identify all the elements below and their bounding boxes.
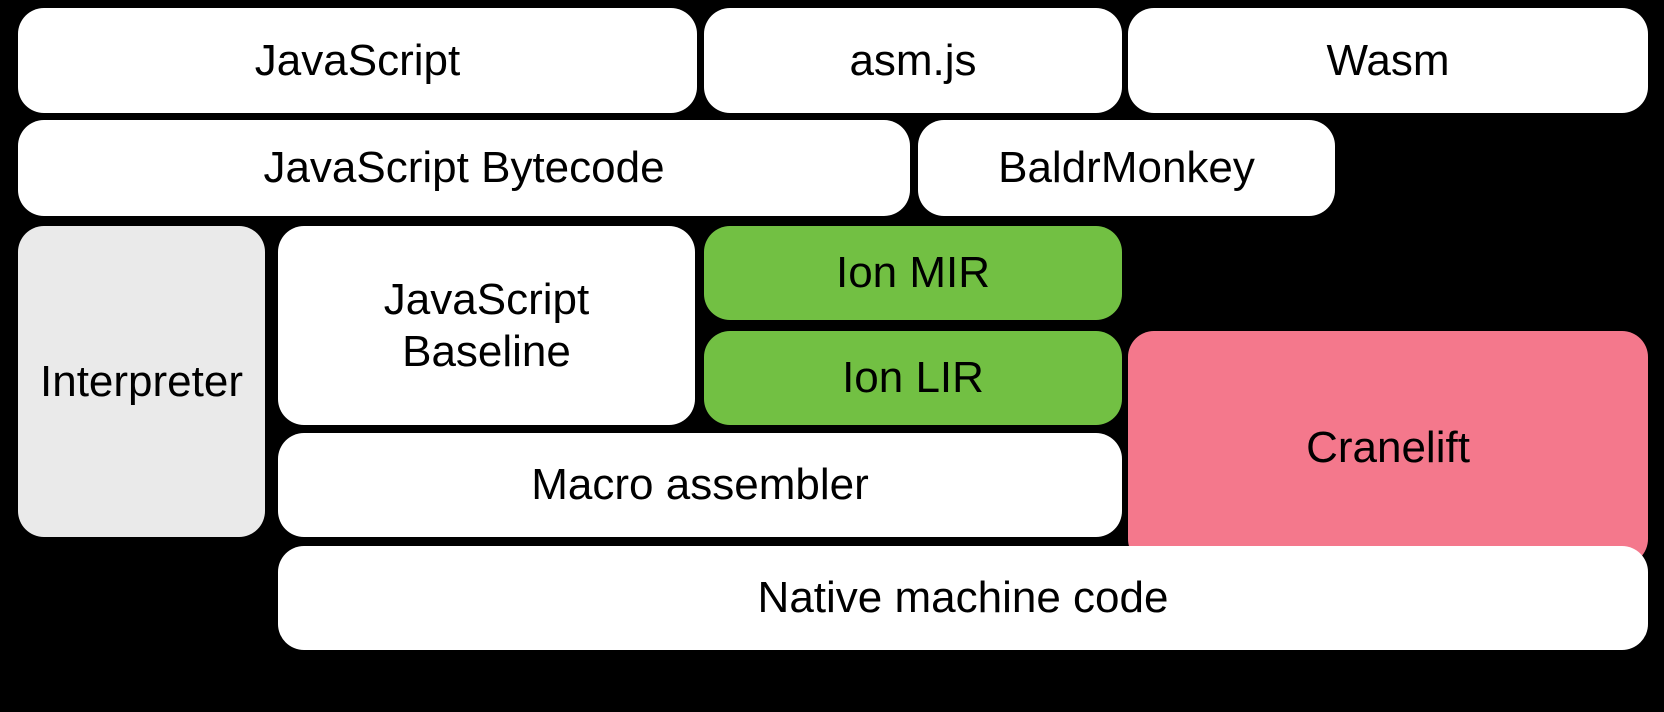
node-wasm: Wasm [1128,8,1648,113]
node-macro-assembler: Macro assembler [278,433,1122,537]
node-javascript: JavaScript [18,8,697,113]
node-native-machine-code: Native machine code [278,546,1648,650]
node-cranelift: Cranelift [1128,331,1648,565]
node-baldrmonkey: BaldrMonkey [918,120,1335,216]
node-ion-mir: Ion MIR [704,226,1122,320]
node-interpreter: Interpreter [18,226,265,537]
node-ion-lir: Ion LIR [704,331,1122,425]
node-javascript-bytecode: JavaScript Bytecode [18,120,910,216]
node-asm-js: asm.js [704,8,1122,113]
node-javascript-baseline: JavaScript Baseline [278,226,695,425]
